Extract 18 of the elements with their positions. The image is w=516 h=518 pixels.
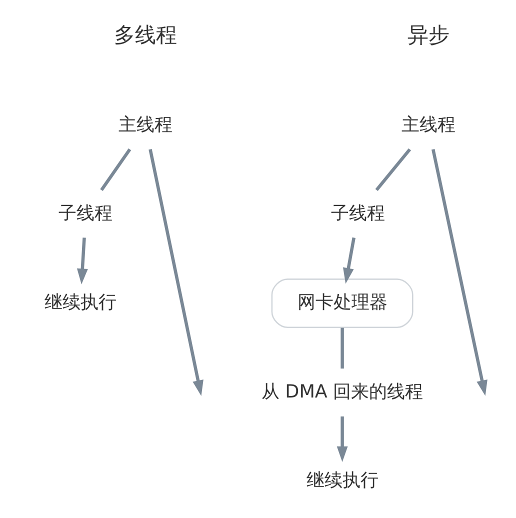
arrow <box>342 237 356 284</box>
arrow <box>76 238 88 284</box>
connector <box>100 148 131 191</box>
node-box: 网卡处理器 <box>270 278 413 328</box>
arrow <box>148 148 203 396</box>
connector <box>374 148 411 192</box>
node-text: 主线程 <box>400 114 455 136</box>
node-text: 主线程 <box>118 114 172 136</box>
node-text: 继续执行 <box>306 470 378 491</box>
label: 多线程 <box>114 22 177 47</box>
label: 异步 <box>406 22 449 47</box>
node-text: 从 DMA 回来的线程 <box>260 381 423 402</box>
arrow <box>336 416 348 462</box>
node-text: 子线程 <box>330 202 384 224</box>
arrow <box>430 148 487 396</box>
connector <box>340 328 344 369</box>
node-text: 子线程 <box>58 202 112 224</box>
node-text: 继续执行 <box>44 292 116 314</box>
